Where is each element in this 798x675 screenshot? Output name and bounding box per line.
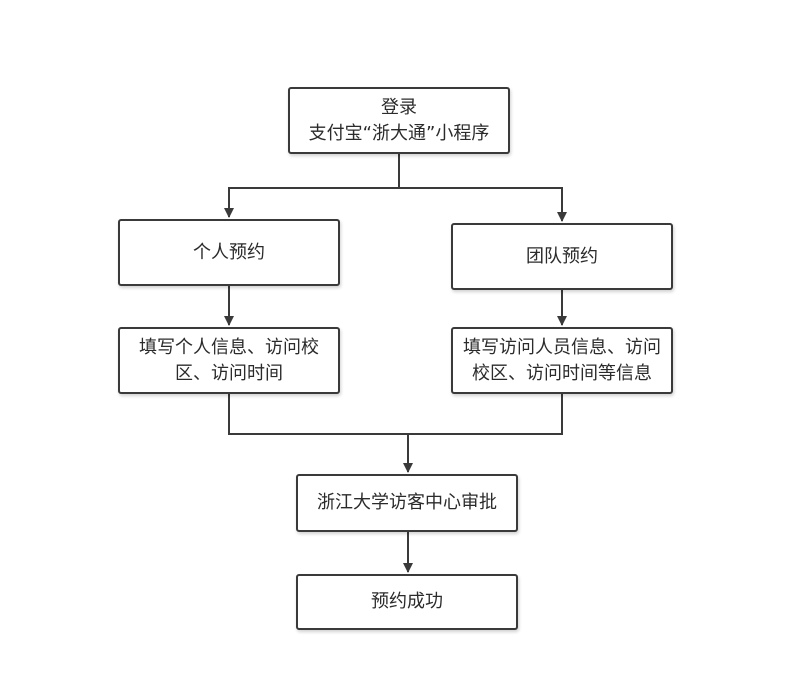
node-group-reservation: 团队预约 xyxy=(451,223,673,290)
node-individual-fill-line1: 填写个人信息、访问校 xyxy=(139,336,319,358)
node-individual-fill-line2: 区、访问时间 xyxy=(175,362,283,384)
node-group-fill-line2: 校区、访问时间等信息 xyxy=(472,362,652,384)
node-success-label: 预约成功 xyxy=(371,591,443,612)
node-login-line2: 支付宝“浙大通”小程序 xyxy=(308,122,490,144)
edge-login-to-group xyxy=(399,187,567,222)
node-login-line1: 登录 xyxy=(381,96,417,118)
node-group-label: 团队预约 xyxy=(526,245,598,267)
node-group-fill-info: 填写访问人员信息、访问 校区、访问时间等信息 xyxy=(451,327,673,394)
node-individual-reservation: 个人预约 xyxy=(118,219,340,286)
node-visitor-center-review: 浙江大学访客中心审批 xyxy=(296,474,518,532)
edge-individual-fill-to-review xyxy=(228,394,408,435)
node-reservation-success: 预约成功 xyxy=(296,574,518,630)
edge-login-to-individual xyxy=(224,154,400,218)
node-review-label: 浙江大学访客中心审批 xyxy=(317,492,497,513)
node-individual-label: 个人预约 xyxy=(193,241,265,263)
node-login: 登录 支付宝“浙大通”小程序 xyxy=(288,87,510,154)
node-individual-fill-info: 填写个人信息、访问校 区、访问时间 xyxy=(118,327,340,394)
edge-group-fill-to-review xyxy=(408,394,563,435)
node-group-fill-line1: 填写访问人员信息、访问 xyxy=(463,336,661,358)
